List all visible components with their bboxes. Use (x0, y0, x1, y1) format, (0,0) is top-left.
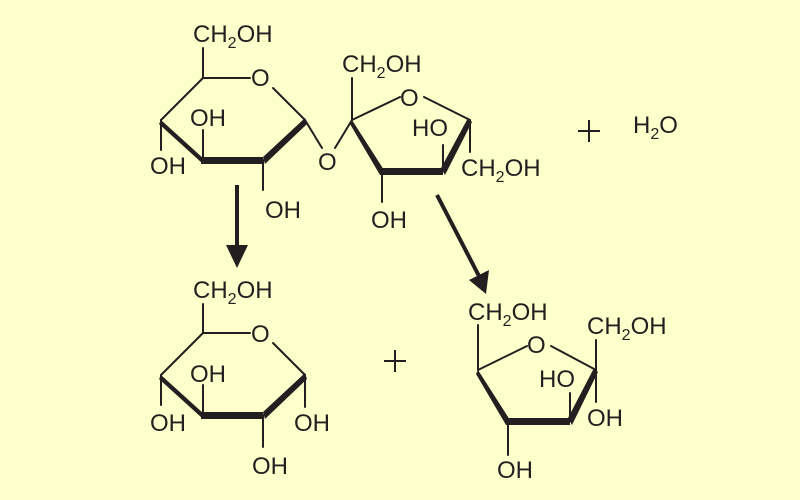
fructose-c4-oh-label-product: OH (497, 457, 533, 484)
fructose-ring-oxygen-label: O (400, 85, 419, 112)
c3-oh-label: OH (190, 105, 226, 132)
fructose-c2-oh-label-product: OH (587, 405, 623, 432)
fructose-c1-ch2oh-label: CH2OH (587, 313, 667, 344)
sucrose-fructose-ring (350, 77, 472, 203)
fructose-c3-ho-label-product: HO (539, 366, 575, 393)
fructose-c1-ch2oh-label: CH2OH (342, 51, 422, 82)
fructose-ring-oxygen-label-product: O (527, 332, 546, 359)
fructose-c6-ch2oh-label: CH2OH (468, 299, 548, 330)
arrow-to-fructose (435, 194, 489, 294)
glycosidic-oxygen-label: O (318, 149, 337, 176)
c6-ch2oh-label: CH2OH (193, 21, 273, 52)
fructose-c4-oh-label: OH (371, 207, 407, 234)
glucose-c3-oh-label: OH (190, 361, 226, 388)
water-label: H2O (633, 112, 678, 143)
glucose-ring-oxygen-label: O (251, 321, 270, 348)
fructose-c3-ho-label: HO (412, 115, 448, 142)
glucose-c2-oh-label: OH (252, 453, 288, 480)
plus-sign-top (578, 120, 600, 142)
fructose-c6-ch2oh-label: CH2OH (461, 155, 541, 186)
product-glucose-ring (159, 303, 307, 448)
glucose-c4-oh-label: OH (150, 410, 186, 437)
plus-sign-bottom (384, 350, 406, 372)
ring-oxygen-label: O (251, 65, 270, 92)
c2-oh-label: OH (265, 197, 301, 224)
product-fructose-ring (476, 324, 598, 456)
sucrose-glucose-ring (159, 47, 323, 191)
arrow-to-glucose (226, 185, 248, 268)
c4-oh-label: OH (150, 153, 186, 180)
glucose-c1-oh-label: OH (294, 410, 330, 437)
glucose-c6-ch2oh-label: CH2OH (193, 277, 273, 308)
